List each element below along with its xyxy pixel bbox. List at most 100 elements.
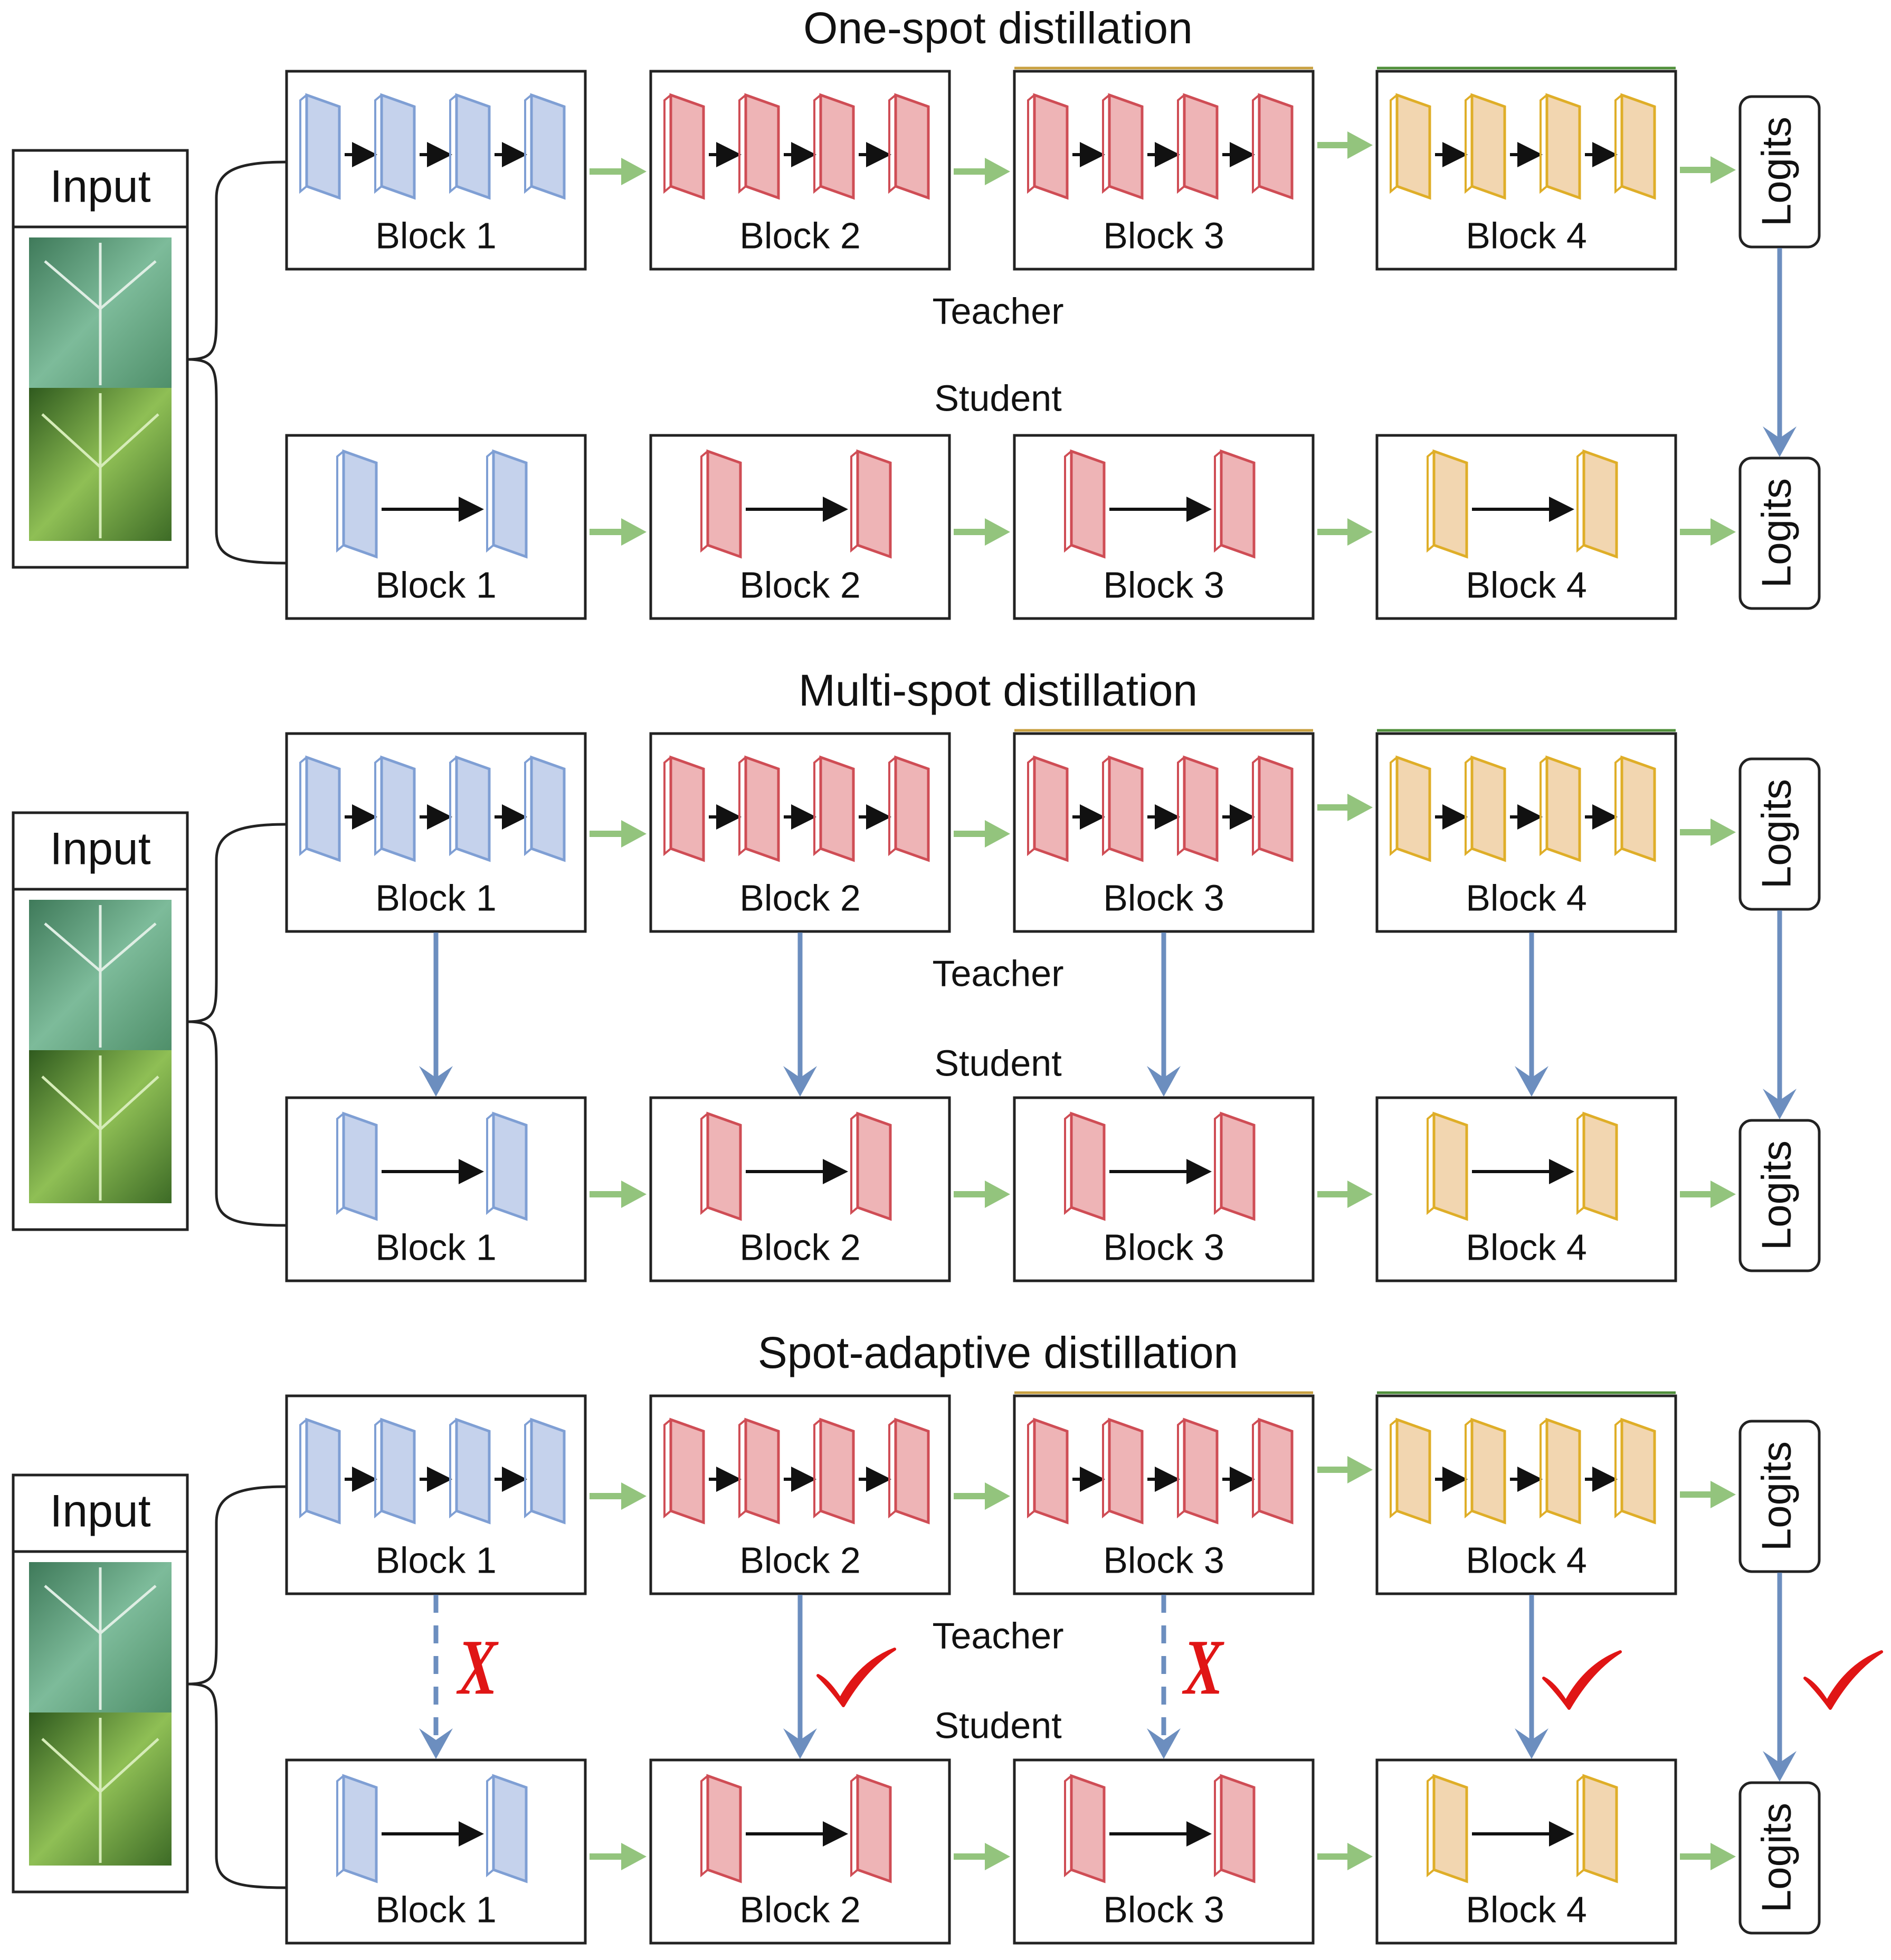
leaf-veins-bottom: [41, 1055, 159, 1201]
input-bracket-teacher: [187, 1485, 287, 1686]
student-label: Student: [934, 377, 1061, 418]
teacher-block-label: Block 4: [1466, 215, 1587, 256]
teacher-logits-label: Logits: [1753, 1441, 1800, 1551]
teacher-block-4: Block 4: [1375, 66, 1677, 271]
check-mark: [1803, 1650, 1883, 1710]
feature-layer-edge: [374, 756, 383, 857]
student-block-label: Block 2: [739, 1889, 861, 1930]
green-flow-arrow-head: [1711, 1481, 1736, 1508]
feature-layer: [455, 1417, 491, 1525]
feature-layer-edge: [1540, 1419, 1548, 1519]
green-flow-arrow-head: [1347, 1181, 1373, 1208]
feature-layer-edge: [813, 1419, 822, 1519]
feature-layer: [1620, 93, 1656, 200]
feature-layer: [305, 93, 341, 200]
feature-layer-edge: [1102, 94, 1110, 194]
student-block-label: Block 1: [375, 1226, 497, 1268]
teacher-logits: Logits: [1738, 1420, 1821, 1573]
feature-layer-edge: [1027, 756, 1035, 857]
student-logits-label: Logits: [1753, 478, 1800, 588]
student-block-3: Block 3: [1013, 1096, 1315, 1282]
teacher-block-2: Block 2: [649, 732, 951, 933]
feature-layer: [1545, 1417, 1581, 1525]
feature-layer: [1070, 1111, 1106, 1221]
student-block-label: Block 3: [1103, 564, 1224, 605]
feature-layer-edge: [336, 1775, 345, 1878]
feature-layer: [1470, 93, 1506, 200]
distill-arrow-block-4-head: [1515, 1066, 1548, 1097]
teacher-block-3: Block 3: [1013, 66, 1315, 271]
leaf-veins-top: [44, 243, 157, 385]
distill-arrow-block-3-head: [1147, 1728, 1181, 1759]
feature-layer-edge: [1465, 1419, 1473, 1519]
green-flow-arrow-head: [1347, 1843, 1373, 1870]
feature-layer-edge: [1214, 1112, 1222, 1215]
feature-layer: [819, 1417, 855, 1525]
feature-layer: [856, 449, 892, 559]
teacher-block-label: Block 2: [739, 215, 861, 256]
feature-layer: [669, 755, 705, 862]
feature-layer: [1220, 1111, 1256, 1221]
input-bracket-student: [187, 358, 287, 565]
student-logits-box: [1738, 456, 1821, 610]
feature-layer-edge: [1102, 756, 1110, 857]
student-block-label: Block 4: [1466, 1226, 1587, 1268]
teacher-label: Teacher: [932, 1615, 1063, 1656]
teacher-block-4: Block 4: [1375, 729, 1677, 933]
student-logits: Logits: [1738, 1781, 1821, 1935]
feature-layer-edge: [1214, 450, 1222, 553]
feature-layer: [894, 93, 930, 200]
student-logits: Logits: [1738, 1119, 1821, 1272]
teacher-logits: Logits: [1738, 757, 1821, 911]
feature-layer-edge: [449, 756, 458, 857]
feature-layer: [342, 1774, 378, 1883]
feature-layer-edge: [663, 756, 672, 857]
feature-layer: [706, 449, 742, 559]
feature-layer: [492, 1774, 528, 1883]
feature-layer: [744, 93, 780, 200]
distill-arrow-block-1-head: [419, 1728, 453, 1759]
feature-layer-edge: [1390, 94, 1398, 194]
green-flow-arrow-head: [985, 820, 1010, 848]
student-block-label: Block 1: [375, 564, 497, 605]
student-logits: Logits: [1738, 456, 1821, 610]
feature-layer: [856, 1111, 892, 1221]
feature-layer: [1432, 1111, 1468, 1221]
feature-layer: [380, 755, 416, 862]
feature-layer-edge: [700, 450, 709, 553]
feature-layer: [455, 755, 491, 862]
leaf-veins-bottom: [41, 393, 159, 538]
feature-layer-edge: [336, 1112, 345, 1215]
leaf-veins-top: [44, 1567, 157, 1710]
green-flow-arrow-head: [1711, 1181, 1736, 1208]
panel-1: One-spot distillationInputTeacherStudent…: [12, 3, 1821, 620]
feature-layer: [706, 1111, 742, 1221]
feature-layer: [706, 1774, 742, 1883]
teacher-block-label: Block 3: [1103, 1539, 1224, 1581]
green-flow-arrow-head: [985, 158, 1010, 185]
input-label: Input: [50, 824, 150, 874]
feature-layer: [1183, 1417, 1219, 1525]
green-flow-arrow-head: [985, 1482, 1010, 1510]
panel-title: Multi-spot distillation: [799, 665, 1198, 715]
feature-layer-edge: [1427, 450, 1435, 553]
feature-layer-edge: [850, 1775, 859, 1878]
student-block-label: Block 3: [1103, 1226, 1224, 1268]
feature-layer-edge: [850, 1112, 859, 1215]
teacher-block-1: Block 1: [285, 732, 587, 933]
feature-layer-edge: [1177, 756, 1185, 857]
green-flow-arrow-head: [621, 1482, 647, 1510]
feature-layer-edge: [299, 756, 308, 857]
feature-layer: [669, 1417, 705, 1525]
feature-layer: [1395, 755, 1431, 862]
green-flow-arrow-head: [985, 518, 1010, 546]
feature-layer-edge: [813, 756, 822, 857]
student-block-2: Block 2: [649, 1096, 951, 1282]
input-bracket-student: [187, 1682, 287, 1889]
feature-layer-edge: [449, 1419, 458, 1519]
feature-layer-edge: [1252, 756, 1260, 857]
teacher-block-label: Block 2: [739, 1539, 861, 1581]
feature-layer-edge: [1390, 756, 1398, 857]
student-block-label: Block 2: [739, 1226, 861, 1268]
